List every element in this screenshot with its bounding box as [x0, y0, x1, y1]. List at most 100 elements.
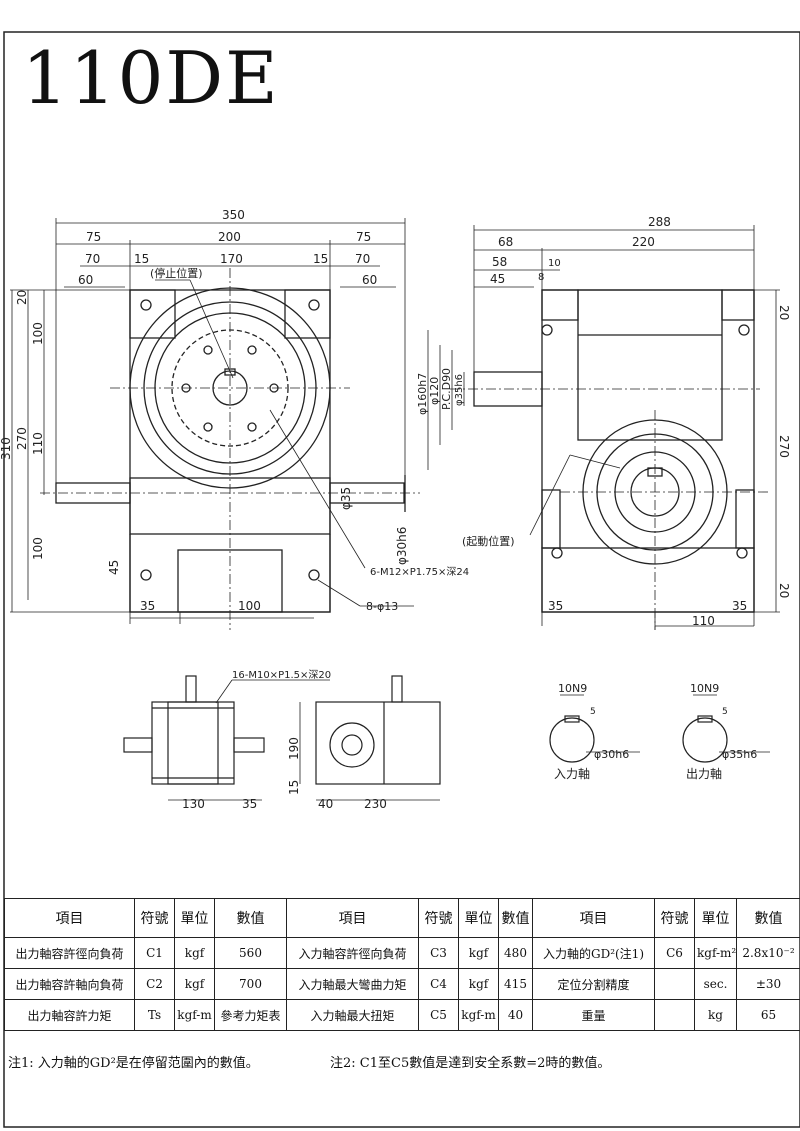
side-view	[427, 225, 780, 630]
dim-40: 40	[318, 797, 333, 811]
front-view	[10, 218, 420, 630]
start-position-label: (起動位置)	[462, 534, 515, 548]
dim-45-side: 45	[490, 272, 505, 286]
table-cell: 415	[498, 968, 533, 1000]
table-cell: kg	[694, 999, 737, 1031]
table-row: 出力軸容許力矩 Ts kgf-m 參考力矩表 入力軸最大扭矩 C5 kgf-m …	[4, 999, 800, 1031]
dim-70-right: 70	[355, 252, 370, 266]
header-cell: 符號	[134, 898, 175, 938]
dim-35-side-right: 35	[732, 599, 747, 613]
table-cell: ±30	[736, 968, 800, 1000]
dim-20-side-top: 20	[777, 305, 791, 320]
header-cell: 單位	[174, 898, 215, 938]
table-cell: 出力軸容許力矩	[4, 999, 135, 1031]
hole-note: 8-φ13	[366, 600, 398, 613]
dim-60-right: 60	[362, 273, 377, 287]
dim-60-left: 60	[78, 273, 93, 287]
dim-100-front: 100	[238, 599, 261, 613]
table-cell: 入力軸的GD²(注1)	[532, 937, 655, 969]
side-upper-block	[577, 289, 723, 441]
header-cell: 符號	[654, 898, 695, 938]
table-cell: sec.	[694, 968, 737, 1000]
table-cell: kgf	[174, 968, 215, 1000]
dim-130: 130	[182, 797, 205, 811]
header-cell: 項目	[286, 898, 419, 938]
dim-75-left: 75	[86, 230, 101, 244]
dim-20-side-bottom: 20	[777, 583, 791, 598]
table-cell: C3	[418, 937, 459, 969]
dim-20-front: 20	[15, 290, 29, 305]
table-cell: C1	[134, 937, 175, 969]
table-cell: kgf-m	[174, 999, 215, 1031]
header-cell: 數值	[214, 898, 287, 938]
dim-170: 170	[220, 252, 243, 266]
key-section-input	[549, 694, 640, 763]
dim-35-bottom: 35	[242, 797, 257, 811]
table-cell: 出力軸容許徑向負荷	[4, 937, 135, 969]
bore-120: φ120	[428, 377, 441, 405]
table-cell: C6	[654, 937, 695, 969]
dim-110-side: 110	[692, 614, 715, 628]
output-key-label: 10N9	[690, 682, 719, 695]
dim-75-right: 75	[356, 230, 371, 244]
table-cell	[654, 968, 695, 1000]
table-cell	[654, 999, 695, 1031]
table-cell: kgf-m	[458, 999, 499, 1031]
shaft-35h6: φ35h6	[454, 374, 465, 406]
input-dia-label: φ30h6	[594, 748, 629, 761]
note-2: 注2: C1至C5數值是達到安全系數=2時的數值。	[330, 1056, 611, 1071]
table-cell: 65	[736, 999, 800, 1031]
table-cell: 入力軸容許徑向負荷	[286, 937, 419, 969]
dim-288: 288	[648, 215, 671, 229]
dim-70-left: 70	[85, 252, 100, 266]
key-section-labels: 10N9 5 φ30h6 入力軸 10N9 5 φ35h6 出力軸	[554, 682, 757, 781]
dim-35-front: 35	[140, 599, 155, 613]
output-dia-label: φ35h6	[722, 748, 757, 761]
header-cell: 單位	[458, 898, 499, 938]
table-cell: 入力軸最大彎曲力矩	[286, 968, 419, 1000]
table-cell: 560	[214, 937, 287, 969]
header-cell: 數值	[498, 898, 533, 938]
dim-58: 58	[492, 255, 507, 269]
table-cell: kgf-m²	[694, 937, 737, 969]
dim-15-right: 15	[313, 252, 328, 266]
dim-310: 310	[0, 437, 13, 460]
sheet-border	[3, 31, 800, 1128]
dim-30-shaft: φ30h6	[395, 527, 409, 565]
input-key-dim: 5	[590, 707, 596, 717]
dim-230: 230	[364, 797, 387, 811]
dim-8: 8	[538, 272, 544, 283]
table-cell: 出力軸容許軸向負荷	[4, 968, 135, 1000]
table-row: 出力軸容許軸向負荷 C2 kgf 700 入力軸最大彎曲力矩 C4 kgf 41…	[4, 968, 800, 1000]
dim-15-left: 15	[134, 252, 149, 266]
dim-68: 68	[498, 235, 513, 249]
dim-100-top: 100	[31, 322, 45, 345]
output-shaft-label: 出力軸	[686, 767, 722, 781]
dim-10: 10	[548, 258, 561, 269]
side-dim-labels: 288 68 220 58 8 10 45 (起動位置) 35 35 110 2…	[416, 215, 791, 628]
table-cell: kgf	[458, 937, 499, 969]
bottom-views	[123, 675, 441, 801]
header-cell: 項目	[532, 898, 655, 938]
table-cell: 700	[214, 968, 287, 1000]
dim-45-front: 45	[107, 560, 121, 575]
tap-note-bottom: 16-M10×P1.5×深20	[232, 669, 331, 681]
table-cell: kgf	[174, 937, 215, 969]
dim-15-bottom: 15	[287, 780, 301, 795]
pcd-90: P.C.D90	[440, 368, 453, 410]
key-section-output	[682, 694, 770, 763]
bottom-dim-labels: 16-M10×P1.5×深20 130 35 40 230 190 15	[182, 669, 387, 811]
table-cell: 40	[498, 999, 533, 1031]
tap-note-front: 6-M12×P1.75×深24	[370, 566, 469, 578]
dim-35-side-left: 35	[548, 599, 563, 613]
header-cell: 項目	[4, 898, 135, 938]
header-cell: 單位	[694, 898, 737, 938]
input-shaft-label: 入力軸	[554, 767, 590, 781]
dim-270-side: 270	[777, 435, 791, 458]
table-cell: 480	[498, 937, 533, 969]
table-cell: 2.8x10⁻²	[736, 937, 800, 969]
dim-110: 110	[31, 432, 45, 455]
spec-table: 項目 符號 單位 數值 項目 符號 單位 數值 項目 符號 單位 數值 出力軸容…	[4, 898, 800, 1031]
